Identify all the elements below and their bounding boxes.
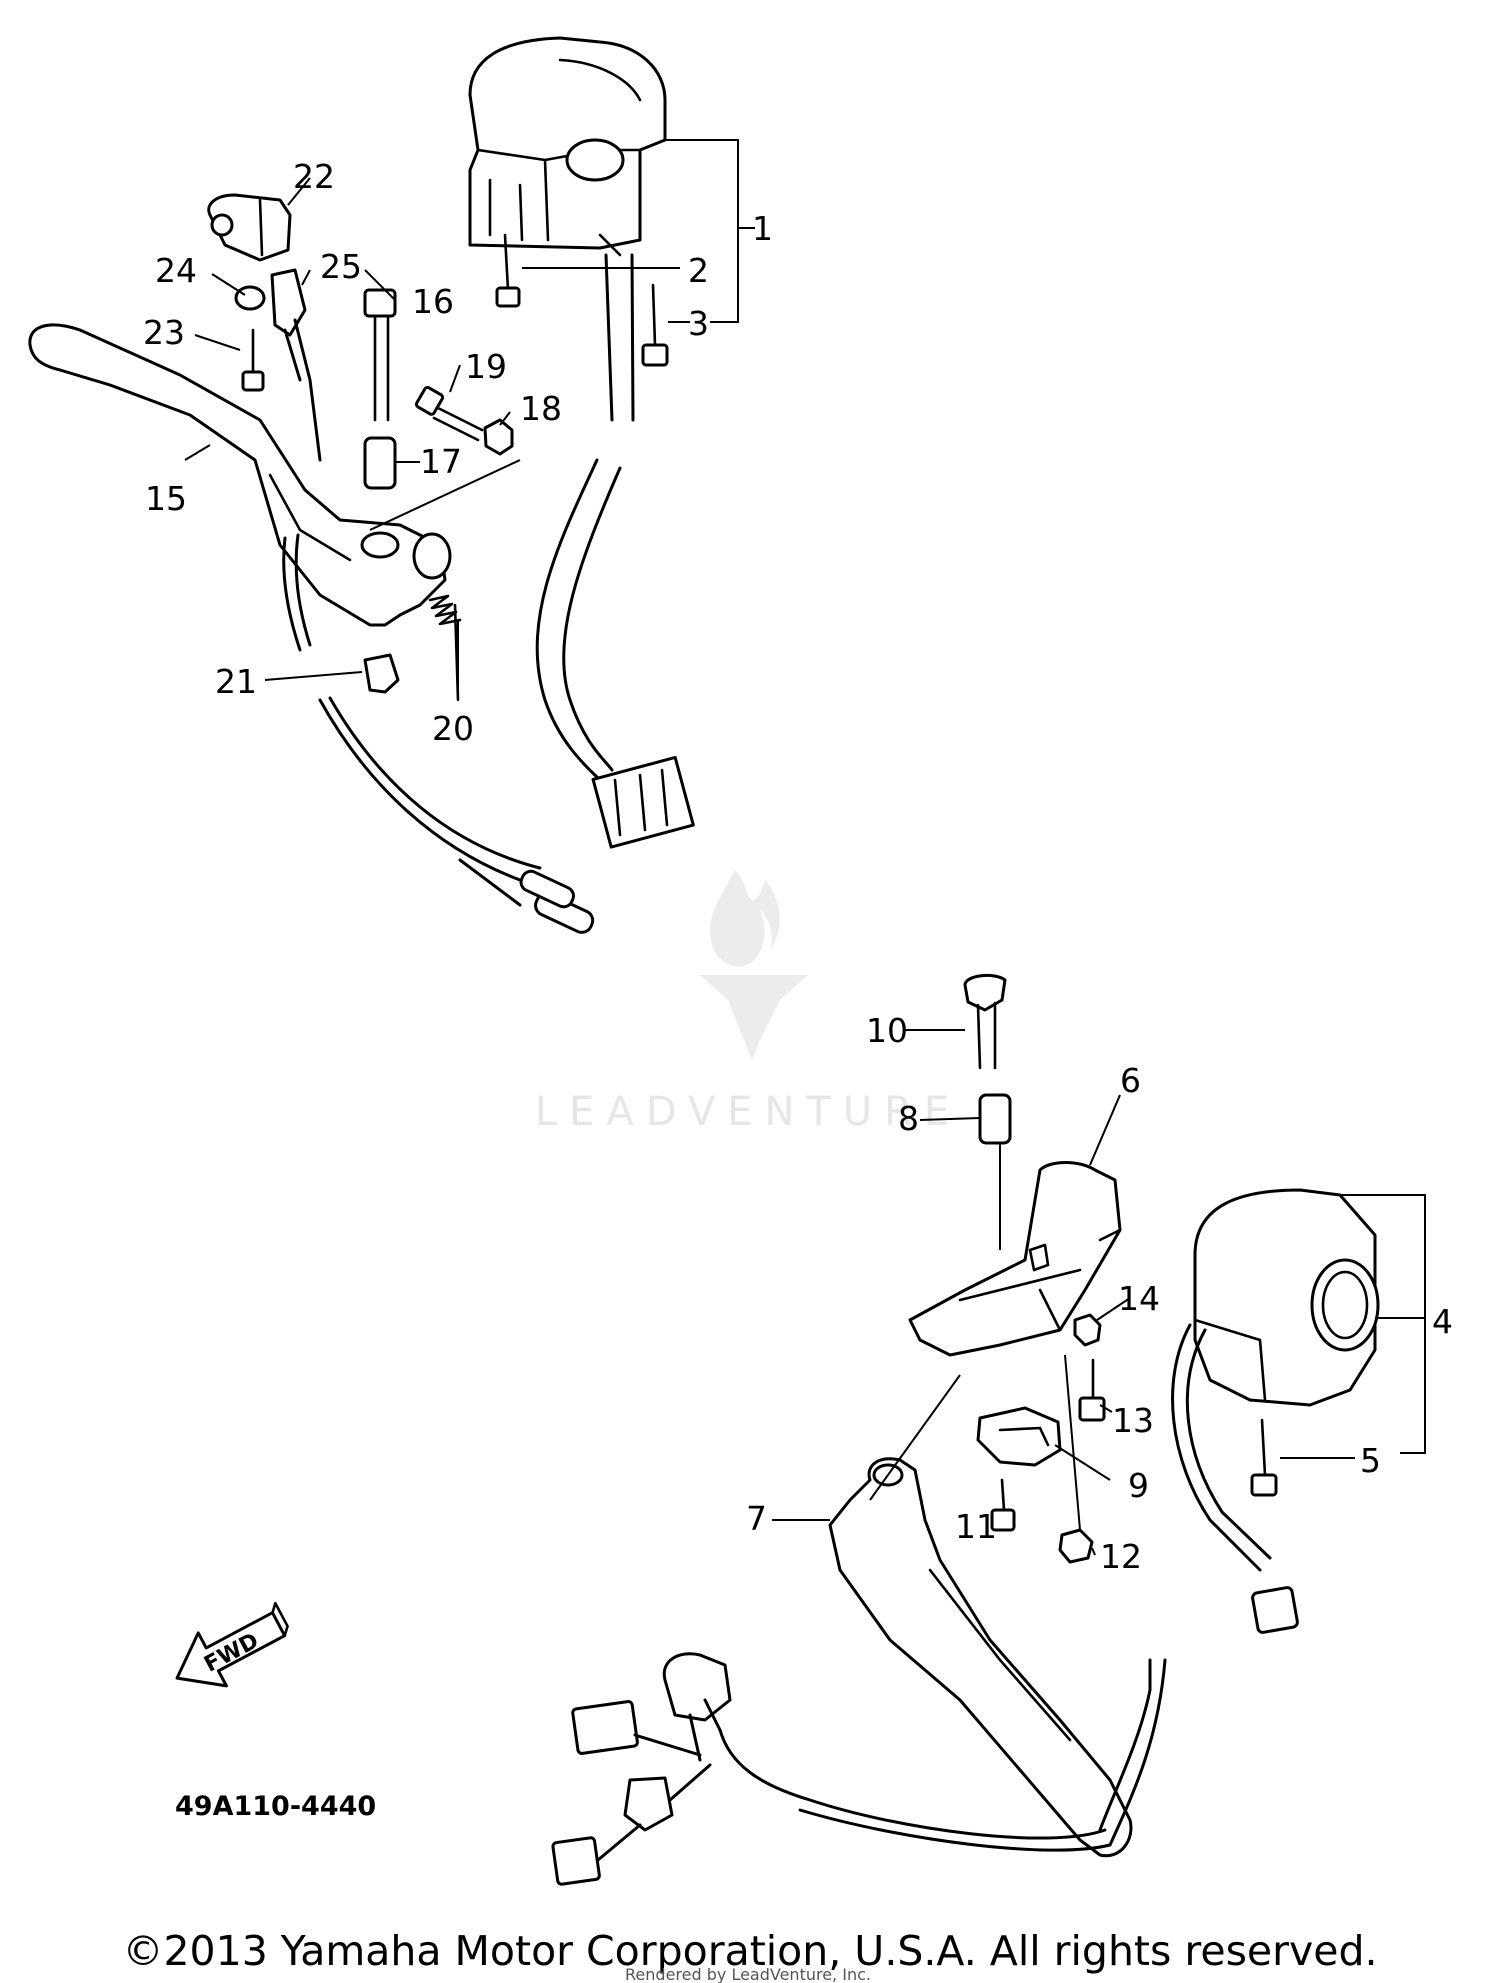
rendered-by-text: Rendered by LeadVenture, Inc. bbox=[625, 1965, 871, 1983]
forward-arrow-icon: FWD bbox=[175, 1601, 289, 1688]
part-label-1: 1 bbox=[752, 209, 773, 248]
switch-housing-left bbox=[468, 36, 667, 257]
part-label-22: 22 bbox=[293, 157, 335, 196]
clutch-cable bbox=[282, 536, 302, 652]
part-label-10: 10 bbox=[866, 1011, 908, 1050]
nut-14 bbox=[1073, 1313, 1102, 1347]
leader-18-pivot bbox=[369, 459, 521, 531]
nut-12 bbox=[1058, 1528, 1094, 1564]
part-label-2: 2 bbox=[688, 251, 709, 290]
part-label-6: 6 bbox=[1120, 1061, 1141, 1100]
part-label-20: 20 bbox=[432, 709, 474, 748]
leader-bracket-1 bbox=[522, 139, 755, 323]
watermark: LEADVENTURE bbox=[535, 870, 961, 1135]
part-label-25: 25 bbox=[320, 247, 362, 286]
brake-switch-9 bbox=[976, 1406, 1062, 1467]
part-label-4: 4 bbox=[1432, 1302, 1453, 1341]
part-label-21: 21 bbox=[215, 662, 257, 701]
collar-8 bbox=[978, 1093, 1012, 1145]
part-label-24: 24 bbox=[155, 251, 197, 290]
spring-20 bbox=[428, 594, 462, 702]
part-label-18: 18 bbox=[520, 389, 562, 428]
screw-3 bbox=[641, 283, 669, 367]
part-label-19: 19 bbox=[465, 347, 507, 386]
collar-17 bbox=[363, 436, 397, 490]
wire-harness-left bbox=[535, 458, 602, 782]
upper-leaders bbox=[184, 177, 511, 700]
nut-18 bbox=[483, 418, 514, 456]
switch-wire-plugs bbox=[318, 696, 595, 934]
screw-13 bbox=[1078, 1358, 1106, 1422]
screw-23 bbox=[241, 328, 265, 392]
copyright-text: ©2013 Yamaha Motor Corporation, U.S.A. A… bbox=[122, 1927, 1377, 1975]
part-label-14: 14 bbox=[1118, 1279, 1160, 1318]
nut-21 bbox=[363, 653, 400, 694]
brake-lever-7 bbox=[828, 1457, 1133, 1858]
part-label-5: 5 bbox=[1360, 1441, 1381, 1480]
watermark-text: LEADVENTURE bbox=[535, 1089, 961, 1135]
leader-bracket-4 bbox=[1340, 1194, 1426, 1454]
diagram-code: 49A110-4440 bbox=[175, 1791, 376, 1822]
wire-harness-left-2 bbox=[562, 466, 622, 772]
wire-upper-2 bbox=[630, 253, 635, 422]
part-label-3: 3 bbox=[688, 304, 709, 343]
wire-upper bbox=[604, 253, 614, 422]
switch-leads-25 bbox=[270, 268, 322, 462]
lower-leaders bbox=[772, 1029, 1131, 1556]
part-label-11: 11 bbox=[955, 1507, 997, 1546]
part-label-15: 15 bbox=[145, 479, 187, 518]
part-label-7: 7 bbox=[746, 1499, 767, 1538]
washer-24 bbox=[234, 285, 266, 311]
part-labels: 1 2 3 4 5 6 7 8 9 10 11 12 13 14 15 16 1… bbox=[143, 157, 1453, 1576]
part-label-9: 9 bbox=[1128, 1466, 1149, 1505]
bolt-16 bbox=[363, 288, 397, 422]
clutch-lever-15 bbox=[28, 323, 452, 627]
switch-housing-right bbox=[1193, 1188, 1380, 1407]
part-label-8: 8 bbox=[898, 1099, 919, 1138]
brake-bracket-6 bbox=[908, 1161, 1122, 1357]
part-label-16: 16 bbox=[412, 282, 454, 321]
watermark-v-logo-icon bbox=[700, 975, 808, 1060]
part-label-17: 17 bbox=[420, 442, 462, 481]
clutch-cable-2 bbox=[294, 533, 312, 647]
connector-cluster bbox=[551, 1652, 732, 1886]
part-label-12: 12 bbox=[1100, 1537, 1142, 1576]
screw-11 bbox=[990, 1478, 1016, 1532]
screw-5 bbox=[1250, 1418, 1278, 1497]
pivot-bolt-10 bbox=[963, 973, 1007, 1070]
part-label-13: 13 bbox=[1112, 1401, 1154, 1440]
screw-2 bbox=[495, 233, 521, 308]
brake-switch-22 bbox=[207, 193, 292, 262]
screw-19 bbox=[414, 385, 484, 442]
part-label-23: 23 bbox=[143, 313, 185, 352]
switch-wire-right bbox=[1171, 1323, 1299, 1634]
brake-wire-lower bbox=[718, 1658, 1167, 1852]
connector-left bbox=[591, 755, 695, 849]
watermark-flame-icon bbox=[710, 870, 780, 967]
